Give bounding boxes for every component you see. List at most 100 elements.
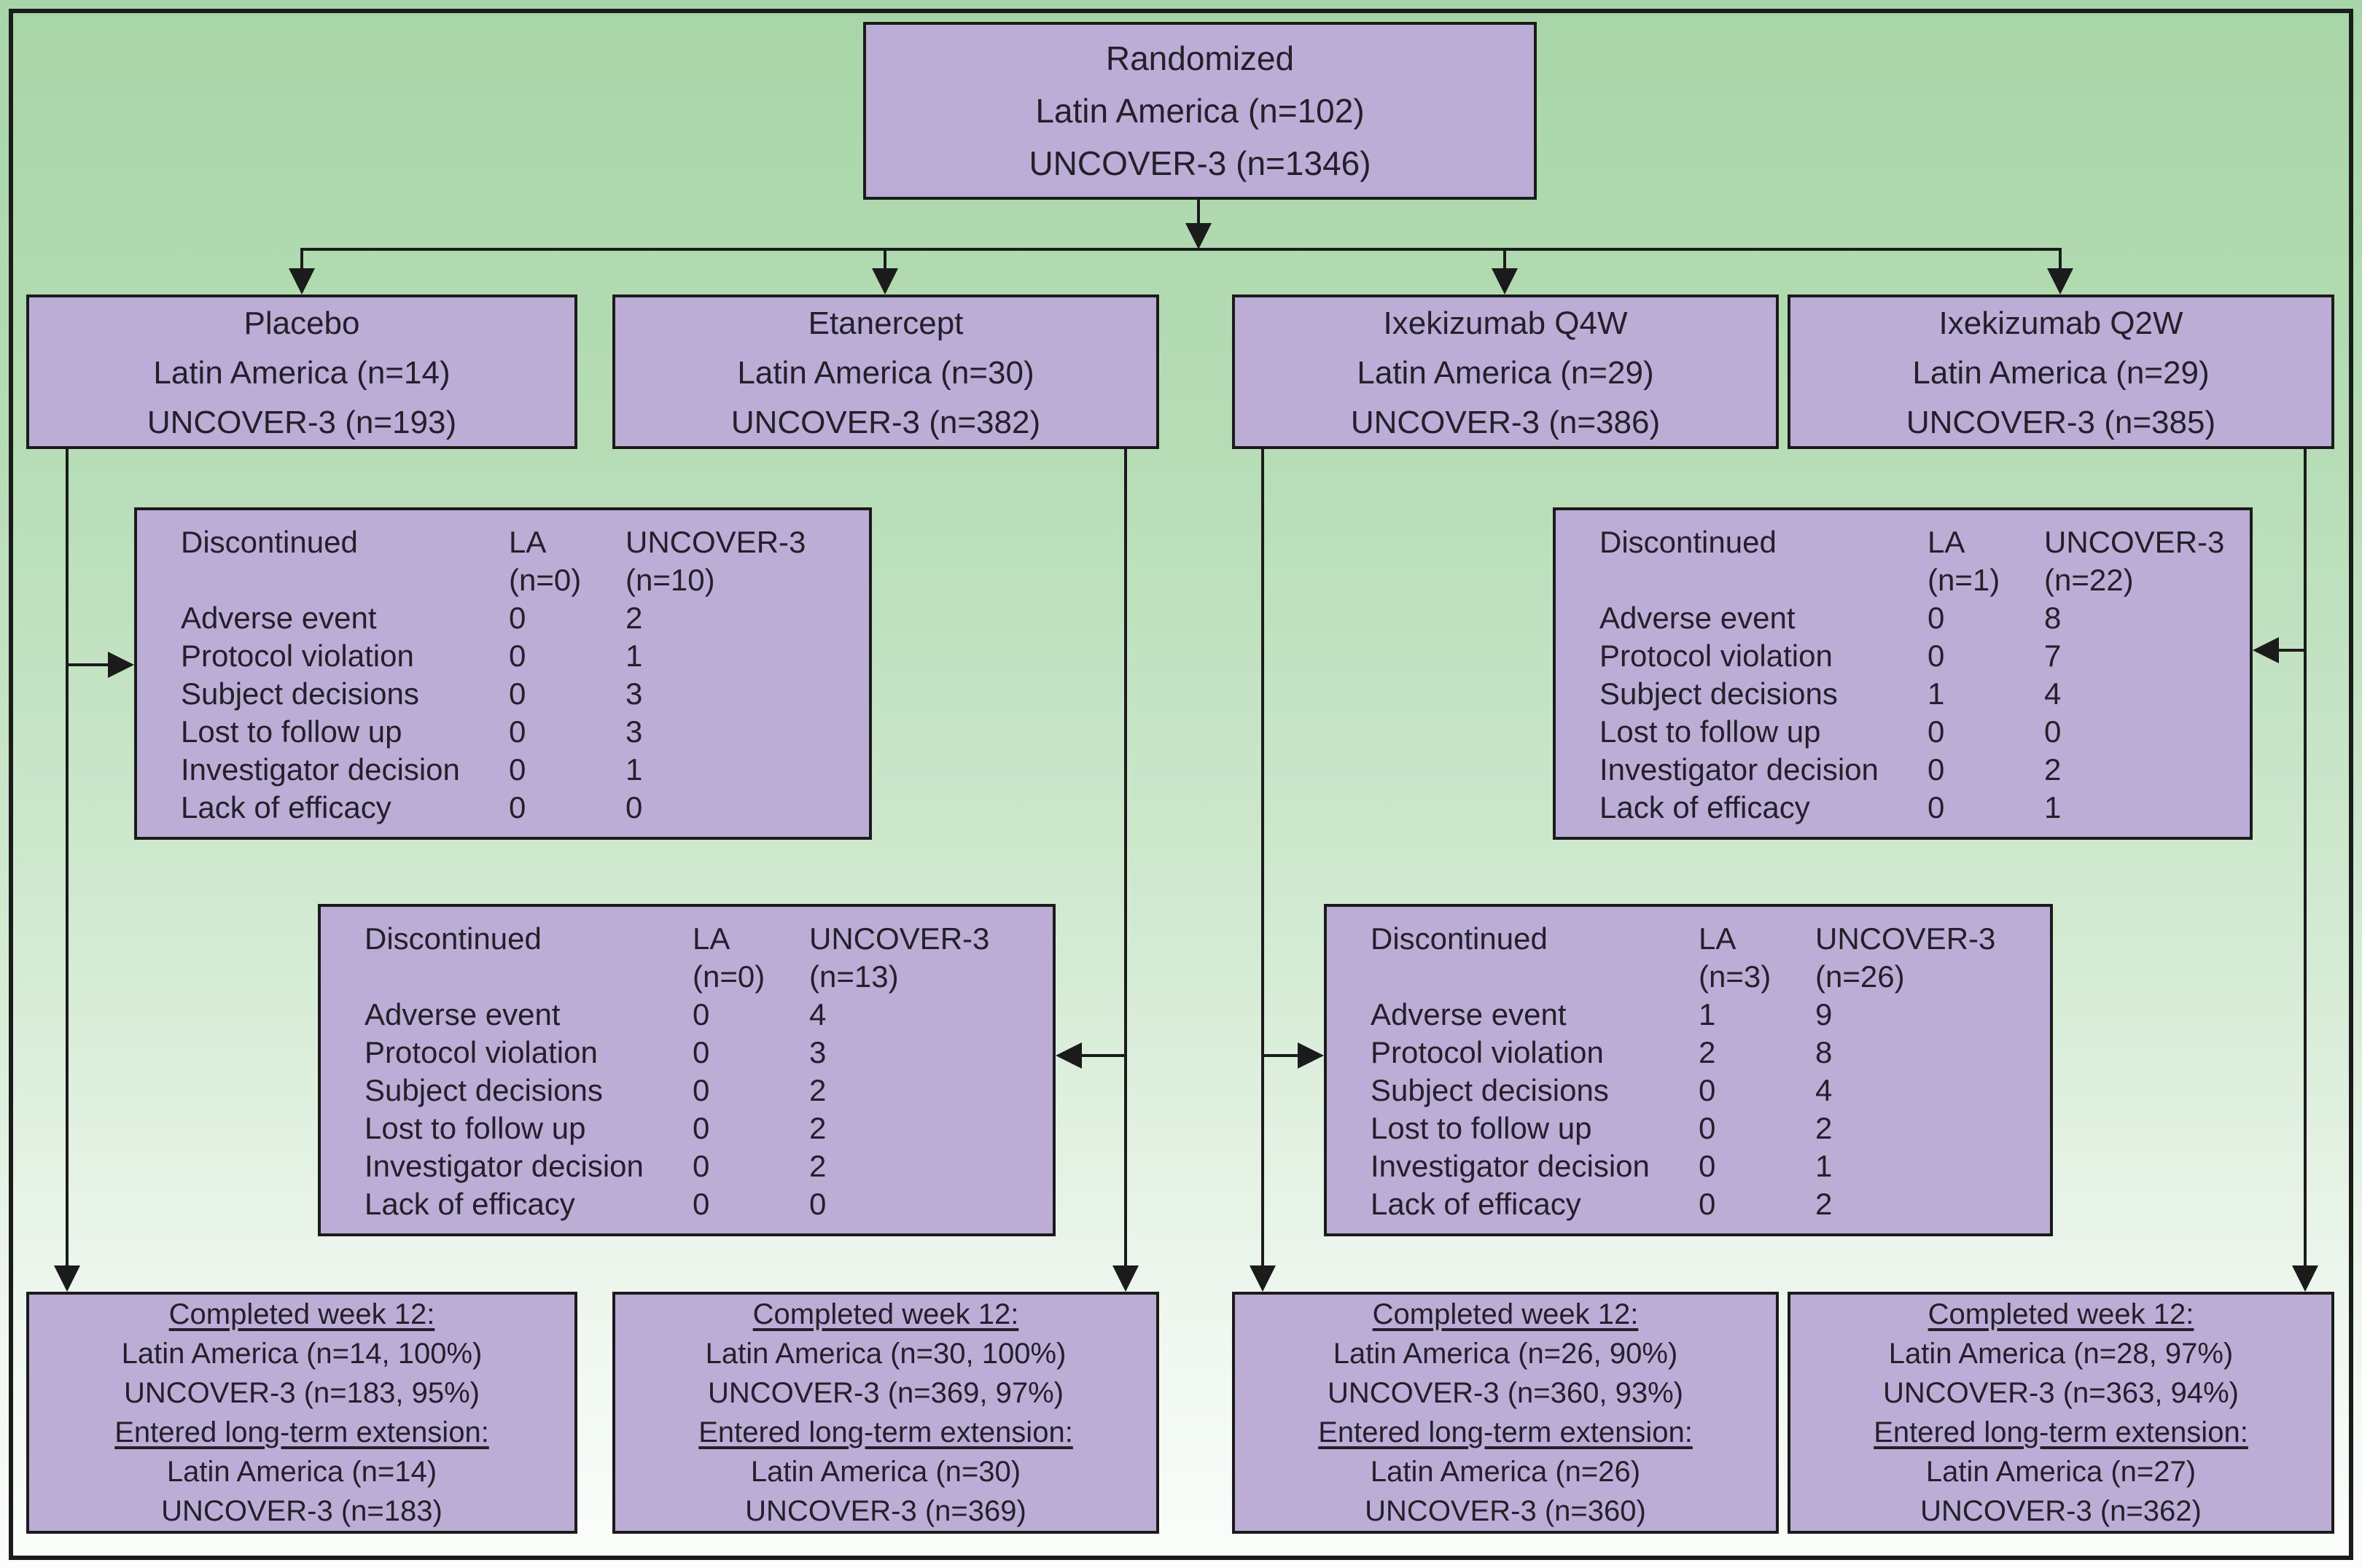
row-label: Lack of efficacy [1599,792,1810,825]
col-header-uncover3: UNCOVER-3 [809,923,990,956]
row-value-uncover3: 3 [809,1037,827,1070]
discontinued-box-ixekizumab-q4w: Discontinued LA UNCOVER-3 (n=3) (n=26) A… [1324,904,2053,1236]
row-value-la: 0 [693,999,710,1032]
col-n-uncover3: (n=22) [2044,564,2134,598]
row-value-uncover3: 4 [1815,1074,1833,1108]
discontinued-table: Discontinued LA UNCOVER-3 (n=1) (n=22) A… [1556,510,2250,828]
row-label: Lost to follow up [365,1112,586,1146]
row-value-uncover3: 4 [809,999,827,1032]
discontinued-title: Discontinued [365,923,542,956]
row-value-la: 0 [693,1037,710,1070]
col-header-la: LA [509,526,547,560]
connector-drop-placebo [300,251,303,268]
col-n-la: (n=3) [1699,961,1771,994]
randomized-la-n: Latin America (n=102) [1035,92,1365,130]
arrowhead-discontinued-placebo-icon [108,652,134,678]
completed-uncover3-n: UNCOVER-3 (n=360, 93%) [1328,1378,1683,1410]
randomized-title: Randomized [1105,39,1295,77]
col-header-uncover3: UNCOVER-3 [1815,923,1996,956]
arm-name: Ixekizumab Q4W [1383,305,1628,341]
branch-q4w-discontinued [1263,1054,1298,1057]
row-label: Investigator decision [1371,1150,1650,1184]
row-value-uncover3: 2 [2044,754,2062,787]
connector-stem-etanercept [1124,449,1127,1265]
arm-box-placebo: Placebo Latin America (n=14) UNCOVER-3 (… [26,295,577,449]
row-label: Adverse event [1371,999,1567,1032]
completed-uncover3-n: UNCOVER-3 (n=363, 94%) [1883,1378,2239,1410]
completed-la-n: Latin America (n=14, 100%) [121,1338,483,1370]
discontinued-box-placebo: Discontinued LA UNCOVER-3 (n=0) (n=10) A… [134,507,872,840]
row-value-la: 1 [1699,999,1716,1032]
connector-drop-q4w [1503,251,1506,268]
connector-arms-crossbar [300,248,2062,251]
extension-uncover3-n: UNCOVER-3 (n=369) [745,1496,1026,1528]
row-label: Adverse event [1599,602,1796,636]
row-label: Lack of efficacy [181,792,391,825]
col-header-la: LA [693,923,730,956]
row-value-uncover3: 2 [1815,1112,1833,1146]
extension-la-n: Latin America (n=26) [1370,1456,1641,1489]
arrowhead-root-icon [1185,223,1212,249]
row-label: Subject decisions [365,1074,603,1108]
row-value-la: 1 [1928,678,1945,711]
arm-la-n: Latin America (n=30) [737,354,1034,391]
col-n-uncover3: (n=10) [625,564,715,598]
extension-uncover3-n: UNCOVER-3 (n=362) [1920,1496,2202,1528]
arrowhead-placebo-icon [289,268,315,295]
row-value-la: 0 [693,1074,710,1108]
row-value-la: 0 [693,1150,710,1184]
branch-placebo-discontinued [67,663,108,666]
arm-uncover3-n: UNCOVER-3 (n=193) [147,404,457,440]
completed-box-etanercept: Completed week 12: Latin America (n=30, … [612,1292,1159,1534]
row-value-uncover3: 8 [2044,602,2062,636]
arrowhead-discontinued-etanercept-icon [1056,1042,1082,1069]
row-label: Lack of efficacy [365,1188,575,1222]
row-value-la: 0 [509,754,526,787]
row-value-uncover3: 4 [2044,678,2062,711]
row-value-uncover3: 2 [809,1150,827,1184]
col-n-uncover3: (n=13) [809,961,899,994]
arm-box-etanercept: Etanercept Latin America (n=30) UNCOVER-… [612,295,1159,449]
connector-drop-q2w [2059,251,2062,268]
discontinued-title: Discontinued [1599,526,1777,560]
arm-name: Ixekizumab Q2W [1938,305,2183,341]
empty-cell [181,563,509,601]
arm-uncover3-n: UNCOVER-3 (n=385) [1906,404,2216,440]
arrowhead-discontinued-q2w-icon [2253,637,2279,663]
row-value-uncover3: 8 [1815,1037,1833,1070]
row-label: Protocol violation [181,640,414,674]
completed-la-n: Latin America (n=28, 97%) [1888,1338,2234,1370]
row-label: Lost to follow up [1599,716,1821,749]
extension-heading: Entered long-term extension: [114,1417,489,1449]
completed-uncover3-n: UNCOVER-3 (n=183, 95%) [124,1378,480,1410]
col-n-uncover3: (n=26) [1815,961,1905,994]
extension-uncover3-n: UNCOVER-3 (n=183) [161,1496,443,1528]
empty-cell [1599,563,1928,601]
completed-box-placebo: Completed week 12: Latin America (n=14, … [26,1292,577,1534]
row-label: Investigator decision [1599,754,1879,787]
randomized-uncover3-n: UNCOVER-3 (n=1346) [1029,144,1371,182]
row-value-uncover3: 0 [2044,716,2062,749]
row-label: Protocol violation [365,1037,598,1070]
row-label: Adverse event [181,602,377,636]
row-value-uncover3: 3 [625,678,643,711]
row-value-la: 0 [1928,602,1945,636]
completed-week12-heading: Completed week 12: [168,1299,435,1331]
row-value-la: 0 [693,1112,710,1146]
row-value-uncover3: 7 [2044,640,2062,674]
row-label: Lost to follow up [1371,1112,1592,1146]
row-value-la: 0 [693,1188,710,1222]
col-n-la: (n=1) [1928,564,2000,598]
arrowhead-q2w-icon [2047,268,2073,295]
row-value-uncover3: 2 [809,1074,827,1108]
row-label: Lost to follow up [181,716,402,749]
connector-root-stem [1197,200,1200,223]
row-value-la: 0 [509,640,526,674]
connector-stem-q2w [2304,449,2307,1265]
extension-la-n: Latin America (n=30) [750,1456,1021,1489]
col-n-la: (n=0) [509,564,582,598]
discontinued-title: Discontinued [1371,923,1548,956]
arrowhead-etanercept-icon [872,268,898,295]
completed-box-ixekizumab-q2w: Completed week 12: Latin America (n=28, … [1788,1292,2334,1534]
extension-la-n: Latin America (n=14) [166,1456,437,1489]
